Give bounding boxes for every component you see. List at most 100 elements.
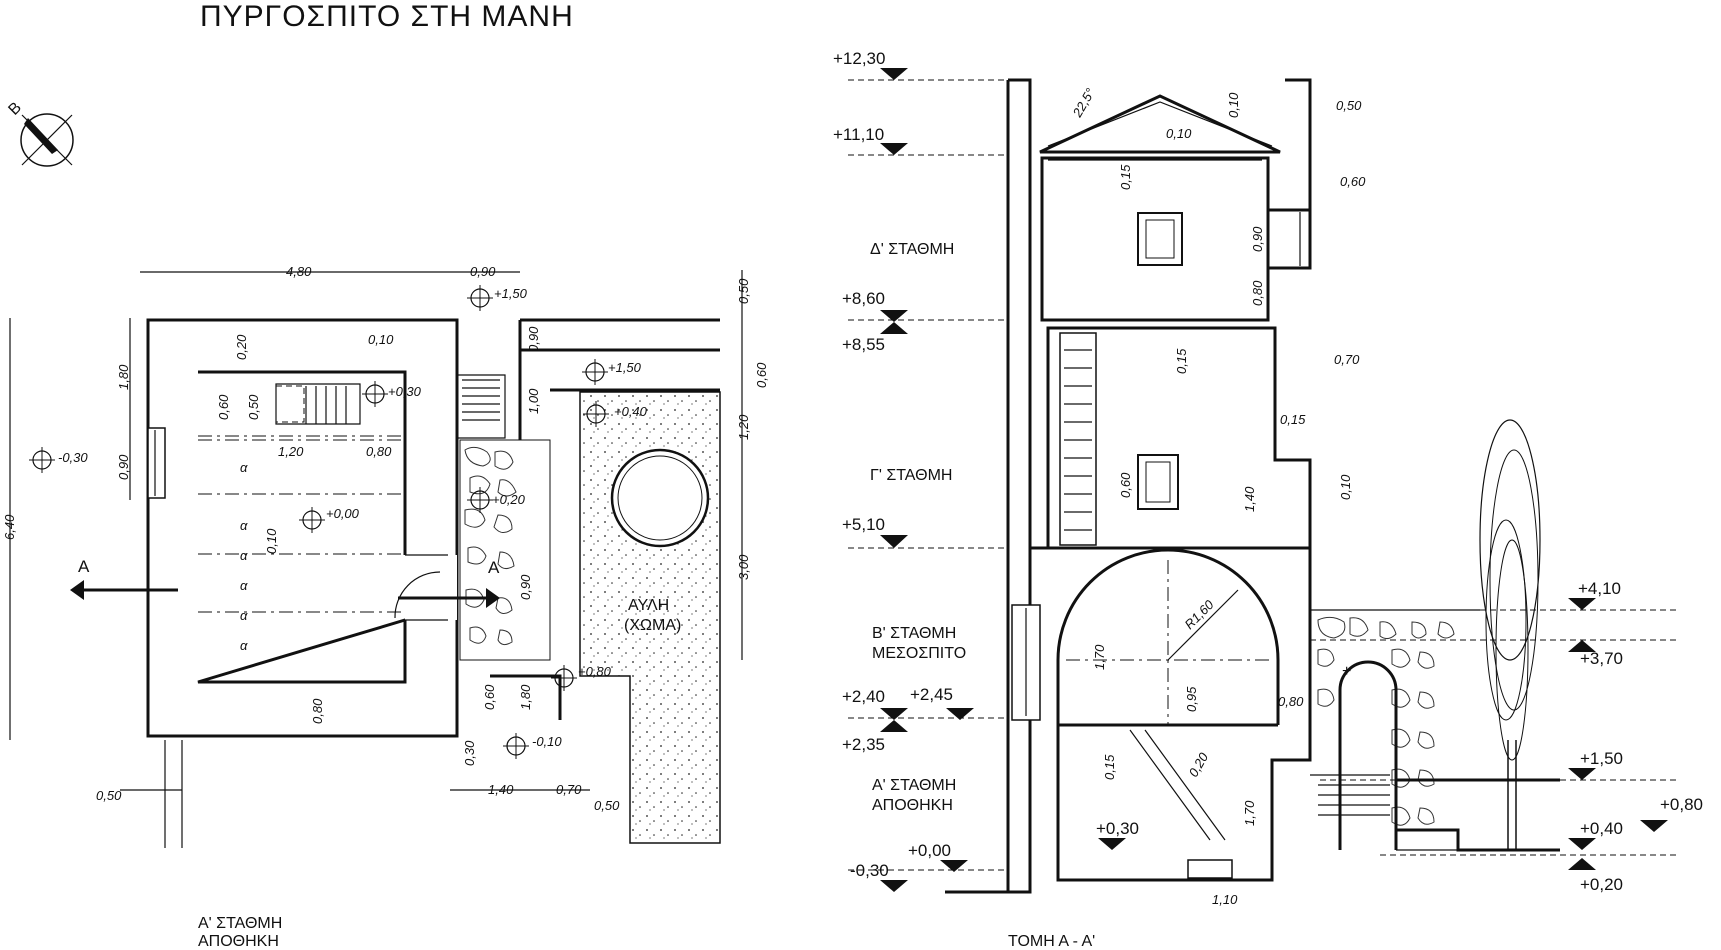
drawing-title: ΠΥΡΓΟΣΠΙΤΟ ΣΤΗ ΜΑΝΗ	[200, 0, 574, 33]
plan-level-080: +0,80	[578, 664, 612, 679]
floor-label-g: Γ' ΣΤΑΘΜΗ	[870, 467, 952, 484]
plan-dim-050c: 0,50	[594, 798, 620, 813]
plan-dim-180: 1,80	[116, 364, 131, 390]
plan-dim-120a: 1,20	[278, 444, 304, 459]
plan-dim-030: 0,30	[462, 740, 477, 766]
section-level-855: +8,55	[842, 335, 885, 354]
section-mark-left: Α	[78, 557, 90, 576]
section-drawing: +	[848, 78, 1680, 894]
sec-dim-010: 0,10	[1338, 474, 1353, 500]
sec-dim-070: 0,70	[1334, 352, 1360, 367]
section-level-m030: -0,30	[850, 861, 889, 880]
sec-dim-110: 1,10	[1212, 892, 1238, 907]
section-level-860: +8,60	[842, 289, 885, 308]
plan-level-150a: +1,50	[494, 286, 528, 301]
sec-dim-015a: 0,15	[1118, 164, 1133, 190]
sec-dim-095: 0,95	[1184, 686, 1199, 712]
section-level-1230: +12,30	[833, 49, 885, 68]
sec-dim-020: 0,20	[1186, 749, 1212, 779]
sec-dim-060b: 0,60	[1118, 472, 1133, 498]
plan-level-040: +0,40	[614, 404, 648, 419]
plan-level-030: +0,30	[388, 384, 422, 399]
section-level-080: +0,80	[1660, 795, 1703, 814]
plan-dim-010: 0,10	[368, 332, 394, 347]
section-level-245: +2,45	[910, 685, 953, 704]
plan-dim-060: 0,60	[216, 394, 231, 420]
section-level-020: +0,20	[1580, 875, 1623, 894]
sec-dim-080: 0,80	[1250, 280, 1265, 306]
section-level-030: +0,30	[1096, 819, 1139, 838]
roof-angle: 22,5°	[1069, 86, 1098, 121]
section-level-040: +0,40	[1580, 819, 1623, 838]
section-caption: ΤΟΜΗ Α - Α'	[1008, 933, 1095, 950]
plan-dim-120r: 1,20	[736, 414, 751, 440]
floor-label-a2: ΑΠΟΘΗΚΗ	[872, 797, 953, 814]
sec-dim-015d: 0,15	[1102, 754, 1117, 780]
plan-dim-100: 1,00	[526, 388, 541, 414]
section-mark-right: Α	[488, 558, 500, 577]
plan-dim-640: 6,40	[2, 514, 17, 540]
section-level-000: +0,00	[908, 841, 951, 860]
plan-caption-line2: ΑΠΟΘΗΚΗ	[198, 933, 279, 950]
section-level-150: +1,50	[1580, 749, 1623, 768]
plan-dim-070: 0,70	[556, 782, 582, 797]
section-level-410: +4,10	[1578, 579, 1621, 598]
sec-dim-050: 0,50	[1336, 98, 1362, 113]
section-level-240: +2,40	[842, 687, 885, 706]
section-level-370: +3,70	[1580, 649, 1623, 668]
plan-dim-480: 4,80	[286, 264, 312, 279]
plan-dim-alpha: α	[240, 608, 248, 623]
north-arrow-icon	[20, 113, 74, 167]
plan-dim-050r: 0,50	[736, 278, 751, 304]
plan-dim-alpha: α	[240, 518, 248, 533]
roof-dim-010b: 0,10	[1166, 126, 1192, 141]
sec-dim-140: 1,40	[1242, 486, 1257, 512]
floor-plan: ΑΥΛΗ (ΧΩΜΑ) Α Α Α' ΣΤΑΘΜΗ ΑΠΟΘΗΚΗ	[70, 318, 721, 950]
sec-dim-060: 0,60	[1340, 174, 1366, 189]
sec-dim-015c: 0,15	[1280, 412, 1306, 427]
floor-label-d: Δ' ΣΤΑΘΜΗ	[870, 241, 954, 258]
plan-dim-020: 0,20	[234, 334, 249, 360]
section-level-1110: +11,10	[833, 125, 884, 144]
sec-dim-170b: 1,70	[1242, 800, 1257, 826]
sec-dim-radius: R1,60	[1182, 596, 1218, 632]
plan-level-m030: -0,30	[58, 450, 88, 465]
plan-dim-180b: 1,80	[518, 684, 533, 710]
section-level-markers	[880, 68, 1668, 892]
plus-mark: +	[1342, 663, 1351, 680]
plan-dim-140: 1,40	[488, 782, 514, 797]
plan-dim-080b: 0,80	[310, 698, 325, 724]
plan-dim-080a: 0,80	[366, 444, 392, 459]
floor-label-b1: Β' ΣΤΑΘΜΗ	[872, 625, 956, 642]
plan-dim-050a: 0,50	[246, 394, 261, 420]
plan-dim-alpha: α	[240, 638, 248, 653]
plan-level-000: +0,00	[326, 506, 360, 521]
courtyard-sub-label: (ΧΩΜΑ)	[624, 617, 681, 634]
tree-icon	[1479, 419, 1541, 850]
plan-level-m010: -0,10	[532, 734, 562, 749]
floor-label-a1: Α' ΣΤΑΘΜΗ	[872, 777, 956, 794]
plan-dim-010b: 0,10	[264, 528, 279, 554]
section-level-235: +2,35	[842, 735, 885, 754]
plan-dim-alpha: α	[240, 548, 248, 563]
plan-level-150b: +1,50	[608, 360, 642, 375]
floor-label-b2: ΜΕΣΟΣΠΙΤΟ	[872, 645, 966, 662]
plan-dim-090d: 0,90	[518, 574, 533, 600]
plan-dim-alpha: α	[240, 578, 248, 593]
sec-dim-090: 0,90	[1250, 226, 1265, 252]
plan-dim-090left: 0,90	[116, 454, 131, 480]
sec-dim-080b: 0,80	[1278, 694, 1304, 709]
plan-dim-300: 3,00	[736, 554, 751, 580]
plan-dim-alpha: α	[240, 460, 248, 475]
sec-dim-015b: 0,15	[1174, 348, 1189, 374]
plan-level-020: +0,20	[492, 492, 526, 507]
plan-dim-090c: 0,90	[526, 326, 541, 352]
plan-caption-line1: Α' ΣΤΑΘΜΗ	[198, 915, 282, 932]
plan-dim-090top: 0,90	[470, 264, 496, 279]
plan-dim-050b: 0,50	[96, 788, 122, 803]
courtyard-label: ΑΥΛΗ	[628, 597, 669, 614]
plan-dimension-lines	[9, 270, 743, 791]
section-level-510: +5,10	[842, 515, 885, 534]
plan-dim-060b: 0,60	[482, 684, 497, 710]
